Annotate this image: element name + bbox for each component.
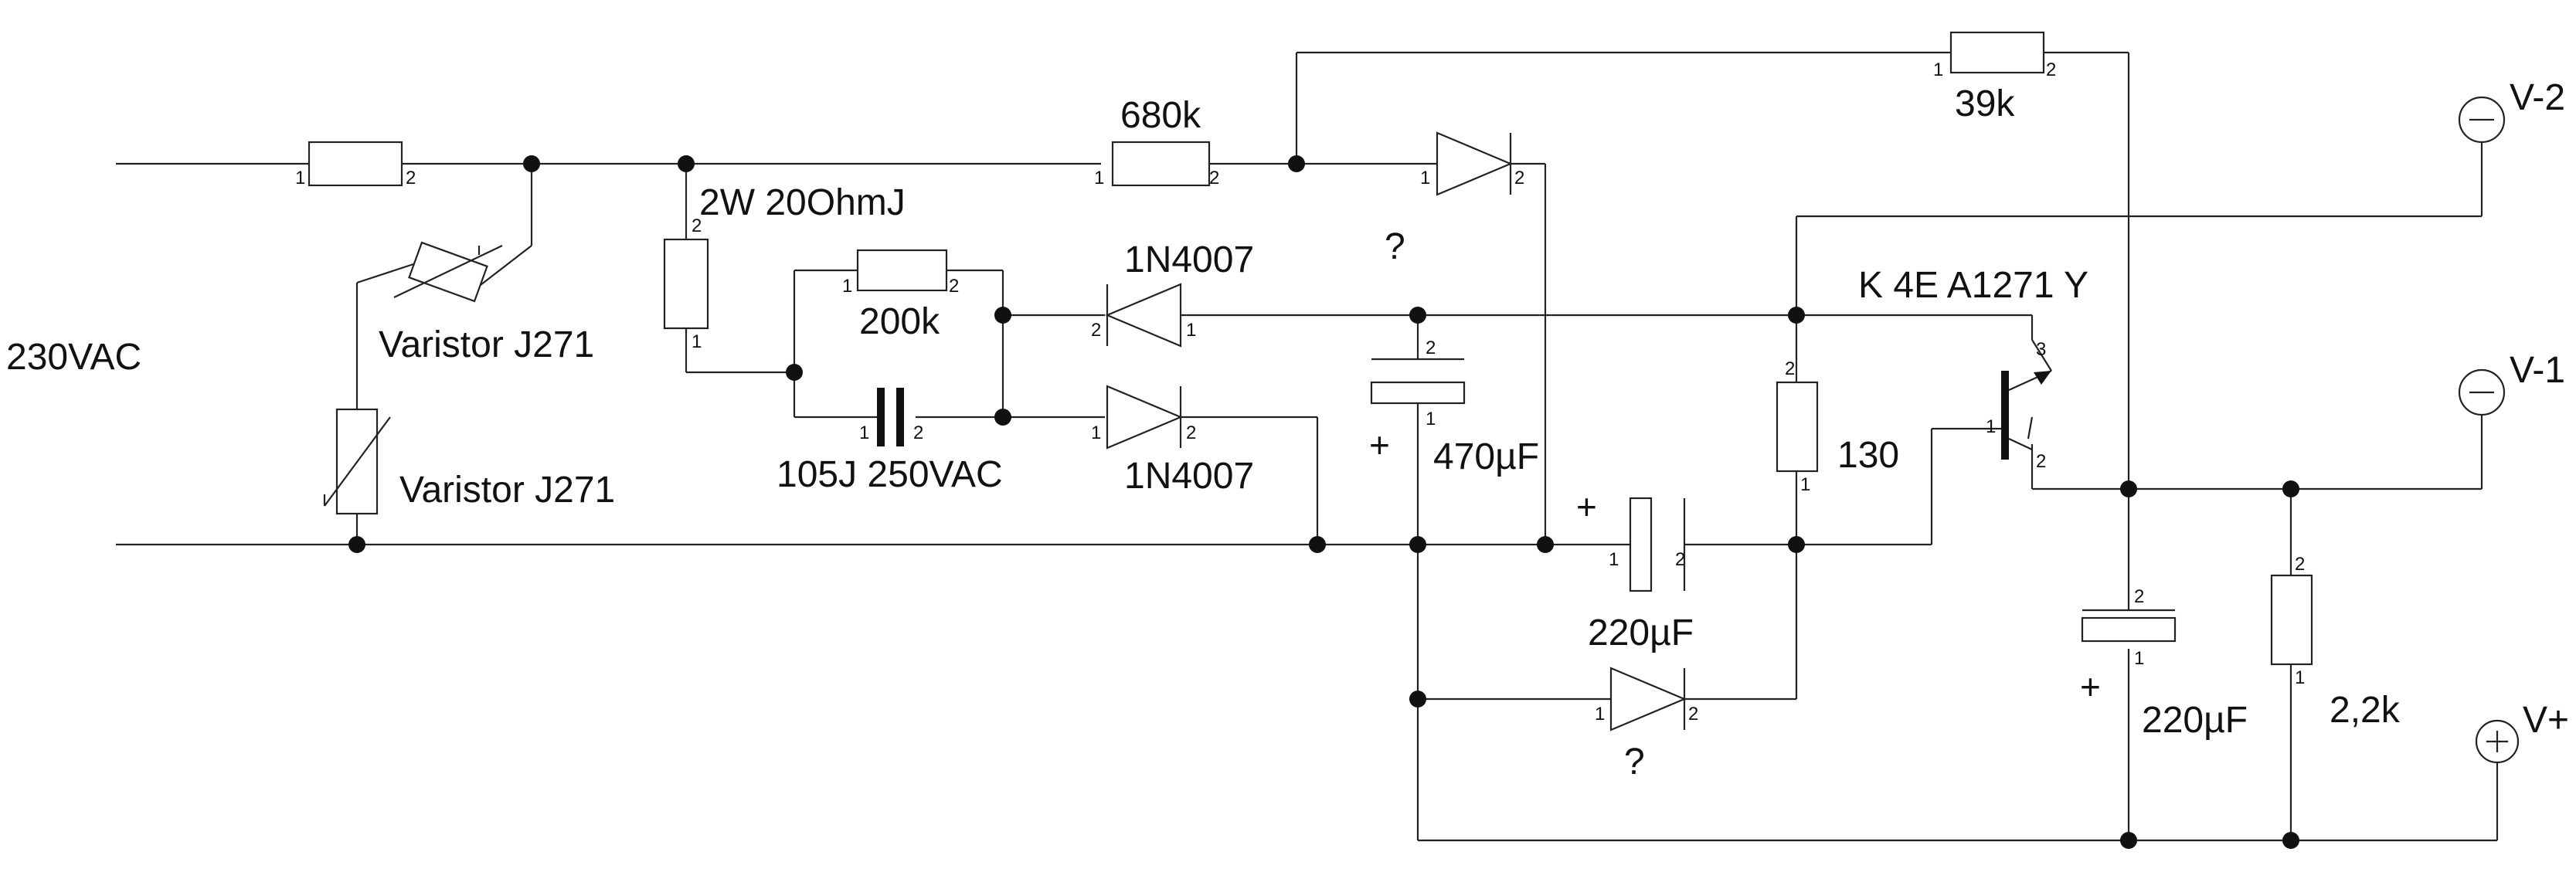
svg-text:1: 1: [692, 331, 702, 352]
resistor-20ohm: 2 1 2W 20OhmJ: [663, 182, 906, 352]
svg-text:2: 2: [692, 216, 702, 236]
resistor-130: 2 1 130: [1776, 358, 1899, 495]
diode-bottom: 1 2: [1595, 667, 1698, 731]
svg-text:1: 1: [1091, 423, 1101, 443]
capacitor-220uf-right: 2 1 + 220µF: [2080, 586, 2248, 741]
wires: [116, 51, 2499, 842]
svg-text:1: 1: [1609, 549, 1619, 570]
terminal-v-plus: V+: [2475, 700, 2569, 764]
svg-text:Varistor J271: Varistor J271: [399, 470, 615, 511]
capacitor-470uf: 2 1 + 470µF: [1369, 338, 1539, 477]
svg-text:+: +: [1576, 487, 1597, 527]
svg-text:1: 1: [859, 423, 869, 443]
svg-text:2: 2: [2134, 586, 2144, 607]
svg-text:1: 1: [1595, 704, 1605, 725]
junction-dots: [348, 155, 2299, 849]
diode-1n4007-upper: 2 1 1N4007: [1091, 239, 1254, 348]
svg-text:1: 1: [1426, 409, 1436, 429]
svg-text:2: 2: [1209, 168, 1219, 188]
svg-text:680k: 680k: [1120, 95, 1201, 136]
resistor-200k: 1 2 200k: [842, 249, 959, 342]
svg-text:1: 1: [2295, 667, 2305, 688]
svg-text:1: 1: [1800, 474, 1810, 495]
svg-text:200k: 200k: [859, 301, 940, 342]
capacitor-film: 1 2 105J 250VAC: [777, 388, 1003, 495]
svg-text:1: 1: [1094, 168, 1104, 188]
svg-text:130: 130: [1837, 435, 1899, 476]
svg-text:2,2k: 2,2k: [2330, 690, 2401, 731]
svg-text:105J 250VAC: 105J 250VAC: [777, 454, 1003, 495]
svg-text:Varistor J271: Varistor J271: [379, 324, 594, 365]
svg-text:39k: 39k: [1955, 83, 2015, 124]
varistor-lower: Varistor J271: [323, 408, 615, 515]
svg-text:2: 2: [1426, 338, 1436, 358]
svg-text:1: 1: [842, 276, 852, 297]
svg-text:1: 1: [2134, 648, 2144, 669]
svg-text:1N4007: 1N4007: [1124, 456, 1254, 497]
svg-text:3: 3: [2036, 339, 2046, 360]
svg-text:2W 20OhmJ: 2W 20OhmJ: [699, 182, 906, 223]
svg-text:V+: V+: [2523, 700, 2569, 741]
varistor-upper: Varistor J271: [379, 241, 594, 365]
capacitor-220uf-mid: 1 2 + 220µF: [1576, 487, 1694, 653]
resistor-39k: 1 2 39k: [1933, 31, 2056, 124]
resistor-input: 1 2: [295, 141, 416, 188]
svg-text:2: 2: [949, 276, 959, 297]
svg-text:2: 2: [1675, 549, 1685, 570]
svg-text:2: 2: [1688, 704, 1698, 725]
svg-text:1: 1: [1933, 59, 1943, 80]
svg-text:1: 1: [1986, 416, 1996, 437]
svg-text:2: 2: [1785, 358, 1795, 379]
svg-text:2: 2: [2295, 554, 2305, 575]
svg-text:2: 2: [1514, 168, 1524, 188]
svg-text:220µF: 220µF: [1588, 613, 1694, 653]
svg-text:1: 1: [295, 168, 305, 188]
svg-text:2: 2: [2036, 451, 2046, 472]
svg-text:V-1: V-1: [2510, 350, 2565, 391]
svg-text:2: 2: [1186, 423, 1196, 443]
unknown-label-bottom: ?: [1624, 742, 1645, 782]
svg-text:2: 2: [406, 168, 416, 188]
resistor-680k: 1 2 680k: [1094, 95, 1219, 188]
svg-text:2: 2: [913, 423, 923, 443]
unknown-label-top: ?: [1385, 226, 1405, 267]
diode-1n4007-lower: 1 2 1N4007: [1091, 385, 1254, 497]
terminal-v-minus-2: V-2: [2458, 77, 2565, 144]
transistor-a1271: 1 3 2 K 4E A1271 Y: [1858, 265, 2088, 472]
svg-text:+: +: [2080, 667, 2101, 707]
svg-text:2: 2: [2046, 59, 2056, 80]
svg-text:1N4007: 1N4007: [1124, 239, 1254, 280]
svg-text:220µF: 220µF: [2142, 700, 2248, 741]
resistor-2k2: 2 1 2,2k: [2270, 554, 2401, 731]
svg-text:1: 1: [1420, 168, 1430, 188]
svg-text:1: 1: [1186, 320, 1196, 341]
svg-text:470µF: 470µF: [1433, 436, 1539, 477]
input-voltage-label: 230VAC: [6, 337, 141, 378]
terminal-v-minus-1: V-1: [2458, 350, 2565, 416]
svg-text:V-2: V-2: [2510, 77, 2565, 118]
svg-text:2: 2: [1091, 320, 1101, 341]
svg-text:+: +: [1369, 425, 1390, 465]
svg-text:K 4E A1271 Y: K 4E A1271 Y: [1858, 265, 2088, 306]
diode-top: 1 2: [1420, 131, 1524, 196]
